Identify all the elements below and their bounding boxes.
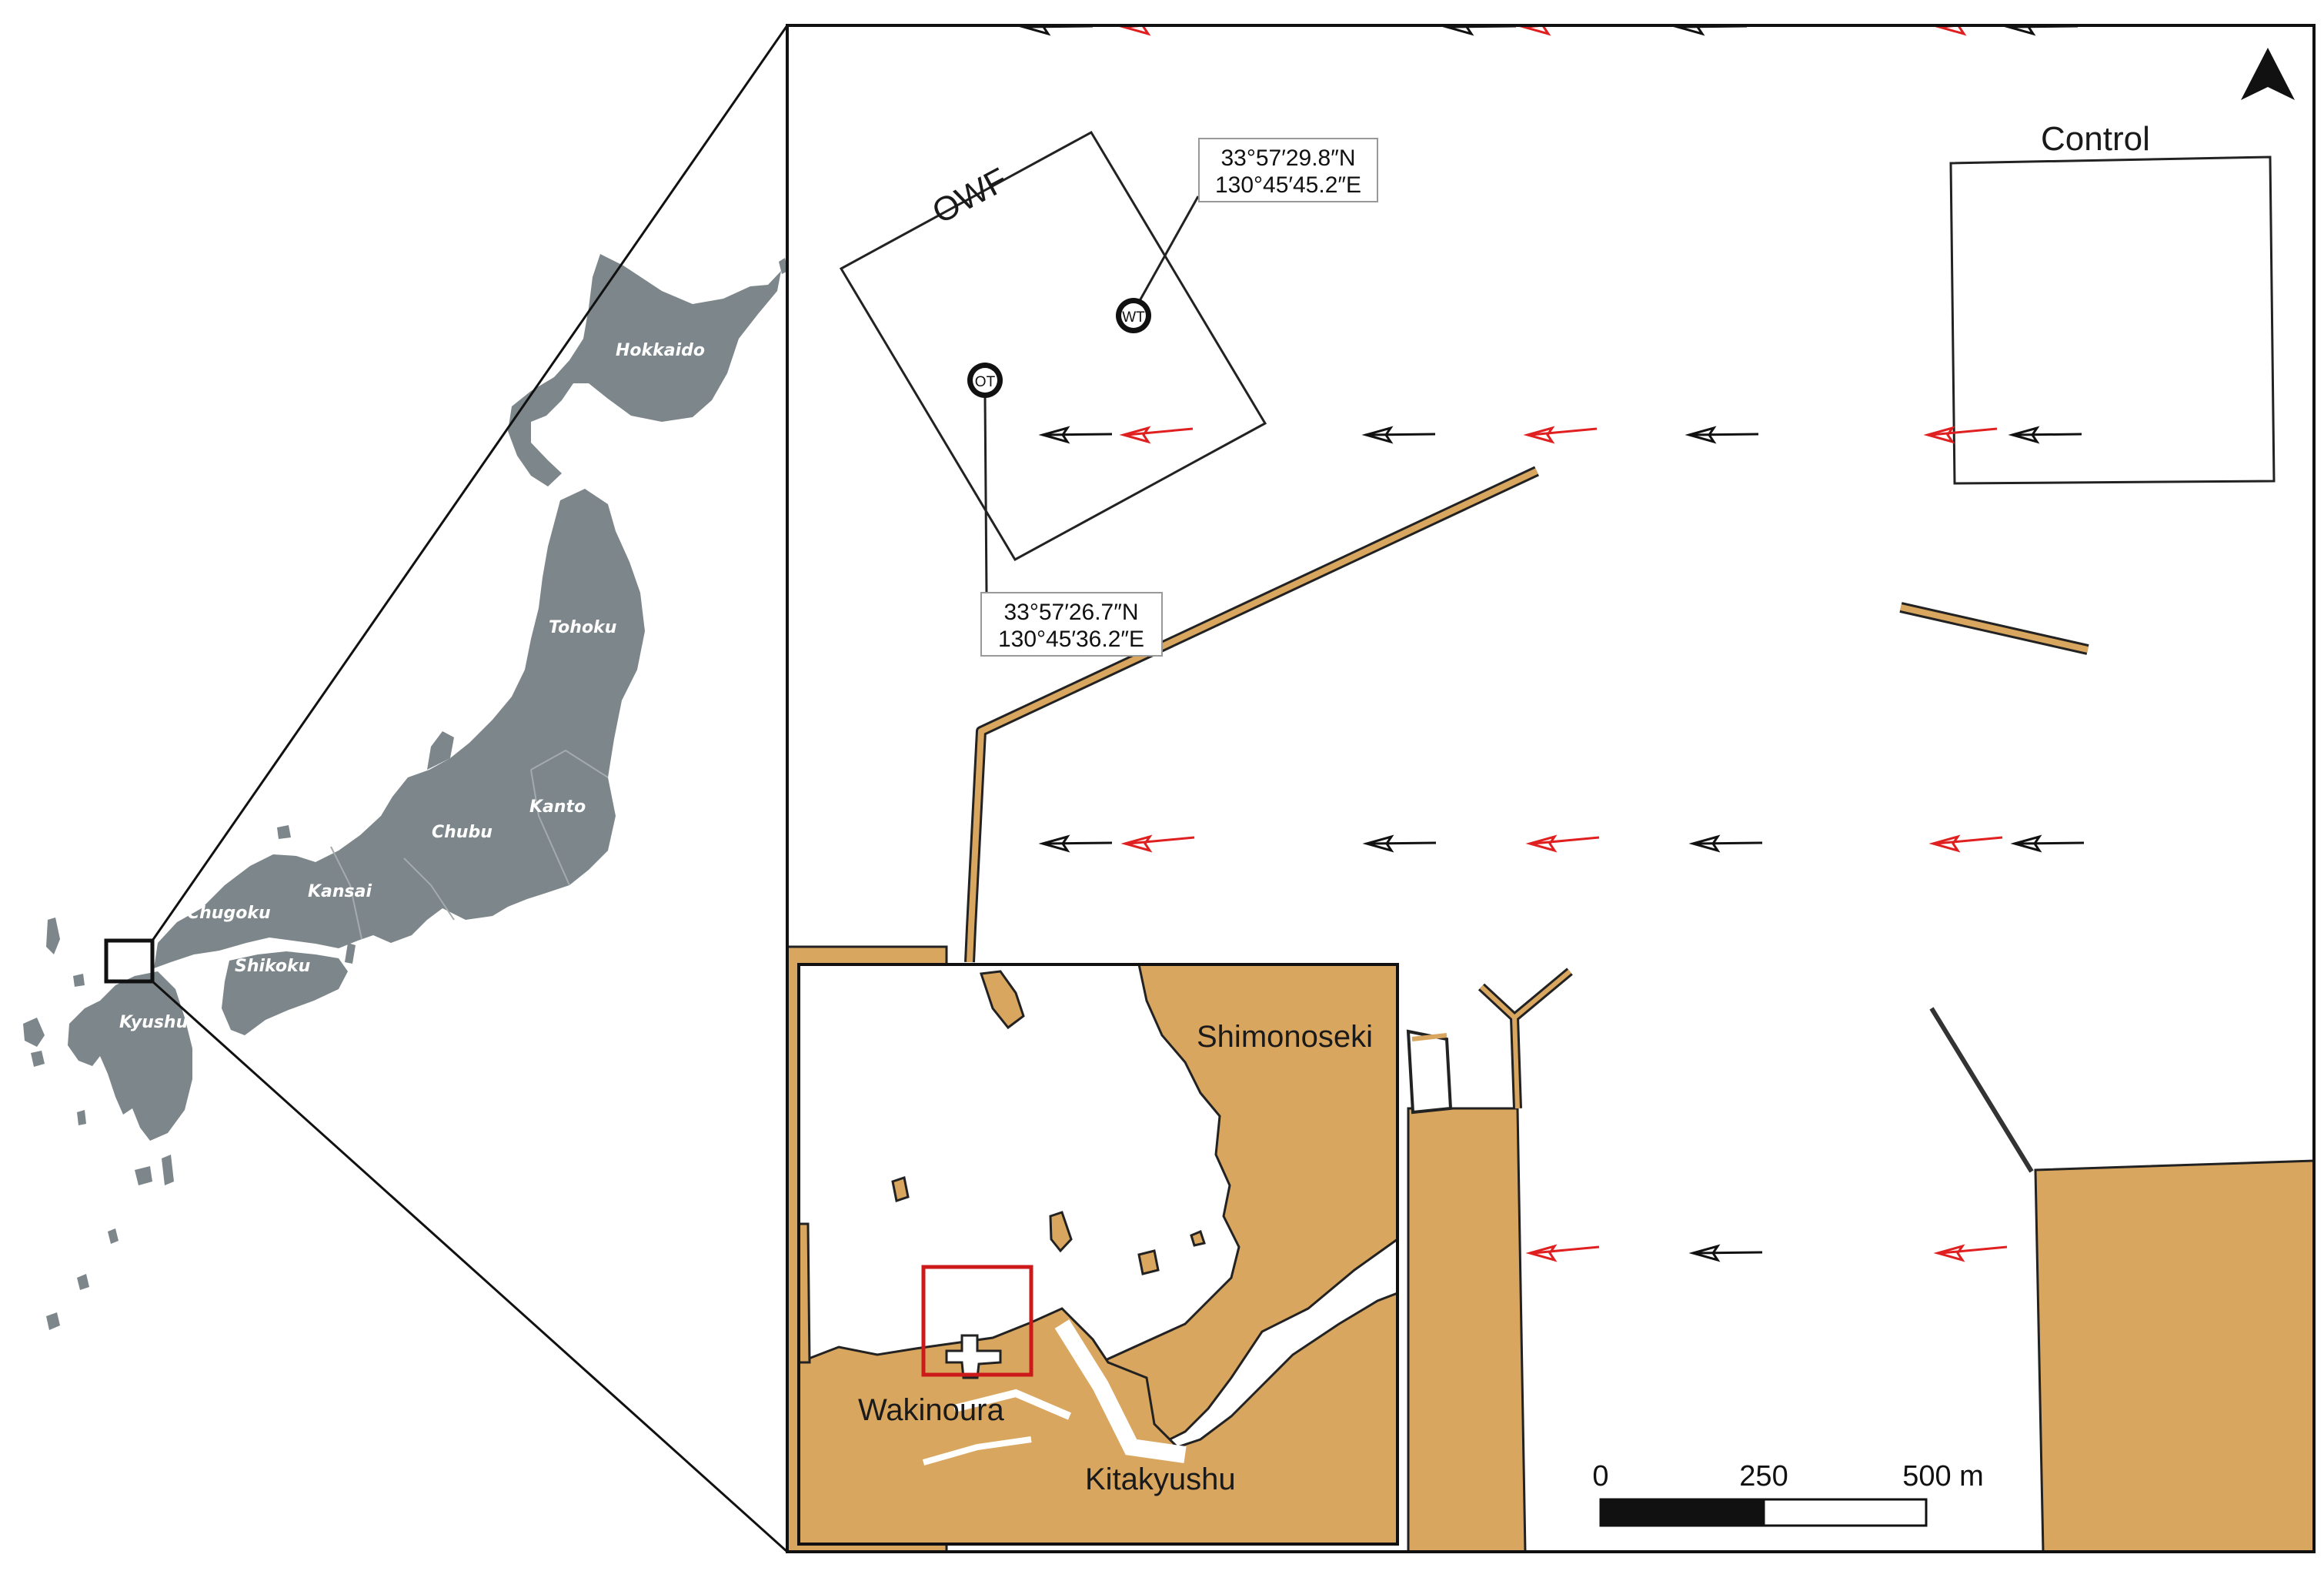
region-label-chugoku: Chugoku [187, 904, 271, 923]
tsushima-island [46, 918, 60, 954]
place-label-kitakyushu: Kitakyushu [1085, 1462, 1236, 1496]
region-label-kyushu: Kyushu [119, 1013, 188, 1032]
region-label-chubu: Chubu [432, 823, 493, 842]
goto-islands-south [31, 1051, 45, 1067]
scale-label-500m: 500 m [1902, 1460, 1984, 1492]
current-arrow-red [1933, 1244, 2008, 1262]
region-label-hokkaido: Hokkaido [616, 341, 705, 360]
region-label-kansai: Kansai [308, 882, 372, 901]
current-arrow-black [1362, 834, 1437, 853]
control-label: Control [2041, 120, 2150, 158]
koshiki-island [77, 1110, 86, 1125]
ot-marker: OT [967, 363, 1003, 398]
land-area-pier [1407, 1107, 1527, 1552]
southern-islands [77, 1274, 89, 1290]
current-arrow-black [1361, 426, 1436, 444]
breakwater-northwest [967, 468, 1538, 963]
sado-island [500, 735, 517, 760]
current-arrow-black [1038, 426, 1113, 444]
inset-map: Shimonoseki Wakinoura Kitakyushu [797, 963, 1399, 1546]
inset-island [1137, 1249, 1160, 1275]
study-area-locator-box [104, 938, 155, 984]
honshu-landmass [154, 489, 645, 968]
current-arrow-black [1685, 426, 1759, 444]
current-arrow-red [1119, 426, 1194, 444]
detail-map: OWF Control WT 33°57′29.8″N 130°45′45.2″… [786, 24, 2316, 1553]
awaji-island [345, 943, 356, 964]
y-pier [1479, 969, 1571, 1109]
southern-islands [46, 1312, 60, 1330]
noto-peninsula [427, 731, 454, 770]
iki-island [73, 974, 85, 987]
land-area-southeast [2034, 1159, 2314, 1552]
wt-latitude: 33°57′29.8″N [1220, 145, 1355, 171]
inset-island [891, 1176, 910, 1202]
wt-leader-line [1132, 196, 1200, 313]
pier-notch [1406, 1029, 1453, 1115]
inset-study-area-box [921, 1265, 1033, 1377]
oki-islands [277, 825, 291, 839]
japan-overview-map: Hokkaido Tohoku Kanto Chubu Kansai Chugo… [23, 254, 788, 1330]
region-label-tohoku: Tohoku [549, 618, 616, 637]
place-label-wakinoura: Wakinoura [858, 1393, 1004, 1427]
region-label-shikoku: Shikoku [235, 957, 310, 976]
current-arrow-black [1688, 1244, 1763, 1262]
ot-longitude: 130°45′36.2″E [998, 627, 1144, 652]
owf-area-boundary [839, 130, 1267, 562]
current-arrow-red [1523, 426, 1598, 444]
inset-frame [797, 963, 1399, 1546]
hokkaido-landmass [508, 254, 781, 486]
current-arrow-red [1120, 834, 1195, 853]
inset-island [1049, 1211, 1073, 1253]
control-area-boundary [1949, 155, 2276, 485]
scale-bar-white-segment [1762, 1498, 1928, 1527]
wt-marker-label: WT [1122, 309, 1145, 326]
ot-leader-line [983, 396, 988, 593]
north-arrow-icon [2241, 48, 2295, 100]
inset-west-coast [799, 1222, 811, 1364]
inset-harbor-channel [1054, 1319, 1187, 1463]
ot-coordinate-callout: 33°57′26.7″N 130°45′36.2″E [980, 592, 1163, 657]
inset-harbor-channel [922, 1436, 1032, 1466]
place-label-shimonoseki: Shimonoseki [1197, 1020, 1373, 1054]
inset-island [1190, 1229, 1206, 1247]
scale-bar: 0 250 500 m [1592, 1460, 1984, 1527]
shimonoseki-land [1098, 964, 1397, 1449]
yakushima-island [135, 1166, 152, 1185]
current-arrow-red [1928, 834, 2003, 853]
inset-island [979, 970, 1025, 1030]
shikoku-landmass [222, 951, 348, 1035]
tanegashima-island [162, 1155, 174, 1185]
short-jetty [1411, 1033, 1447, 1041]
kyushu-landmass [68, 971, 192, 1141]
wt-coordinate-callout: 33°57′29.8″N 130°45′45.2″E [1198, 138, 1378, 202]
detail-map-frame [786, 24, 2316, 1553]
current-arrow-black [2008, 426, 2082, 444]
current-arrow-red [1923, 426, 1998, 444]
inset-study-port [945, 1334, 1002, 1379]
connector-line-top [151, 25, 789, 941]
current-arrow-red [1525, 1244, 1600, 1262]
current-arrow-black [1688, 834, 1763, 853]
region-boundaries [330, 749, 609, 940]
region-label-kanto: Kanto [529, 797, 586, 817]
southern-islands [108, 1228, 119, 1244]
current-arrow-black [2010, 834, 2085, 853]
wt-marker: WT [1116, 298, 1151, 333]
current-arrow-red [1525, 834, 1600, 853]
goto-islands [23, 1018, 45, 1047]
diagonal-seawall [1929, 1007, 2034, 1173]
breakwater-east [1900, 604, 2089, 653]
connector-line-bottom [151, 980, 789, 1553]
scale-bar-black-segment [1599, 1498, 1765, 1527]
inset-harbor-channel [953, 1389, 1071, 1420]
scale-label-0: 0 [1592, 1460, 1608, 1492]
ot-marker-label: OT [975, 374, 996, 390]
current-arrow-black [1038, 834, 1113, 853]
scale-label-250: 250 [1739, 1460, 1788, 1492]
ot-latitude: 33°57′26.7″N [1003, 600, 1138, 625]
wt-longitude: 130°45′45.2″E [1215, 172, 1361, 198]
